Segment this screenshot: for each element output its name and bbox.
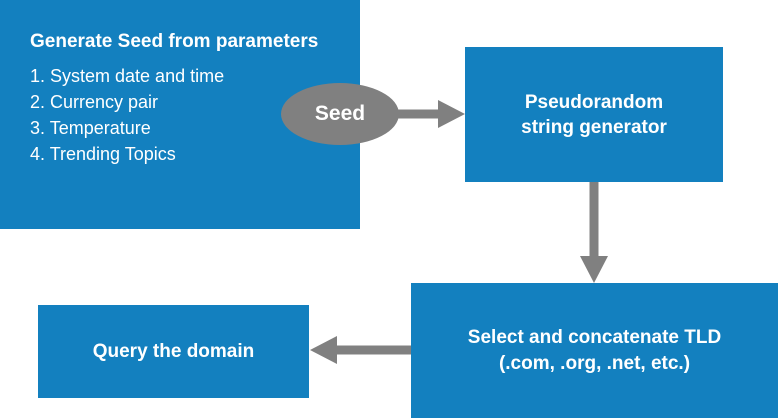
query-label: Query the domain bbox=[92, 340, 255, 362]
arrow-seed-to-generator bbox=[398, 100, 465, 128]
generator-label-line1: Pseudorandom bbox=[524, 91, 664, 113]
tld-label-line2: (.com, .org, .net, etc.) bbox=[498, 352, 691, 374]
arrow-generator-to-tld bbox=[580, 182, 608, 283]
list-item: 4. Trending Topics bbox=[30, 144, 176, 164]
arrow-tld-to-query bbox=[310, 336, 411, 364]
list-item: 3. Temperature bbox=[30, 118, 151, 138]
list-item: 1. System date and time bbox=[30, 66, 225, 86]
tld-label-line1: Select and concatenate TLD bbox=[467, 326, 722, 348]
seed-box-title: Generate Seed from parameters bbox=[30, 31, 319, 52]
tld-concatenate-box: Select and concatenate TLD (.com, .org, … bbox=[411, 283, 778, 418]
list-item: 2. Currency pair bbox=[30, 92, 159, 112]
query-domain-box: Query the domain bbox=[38, 305, 309, 398]
pseudorandom-generator-box: Pseudorandom string generator bbox=[465, 47, 723, 182]
seed-node: Seed bbox=[281, 83, 399, 145]
seed-parameters-list: 1. System date and time 2. Currency pair… bbox=[30, 63, 360, 167]
generator-label-line2: string generator bbox=[521, 116, 667, 138]
